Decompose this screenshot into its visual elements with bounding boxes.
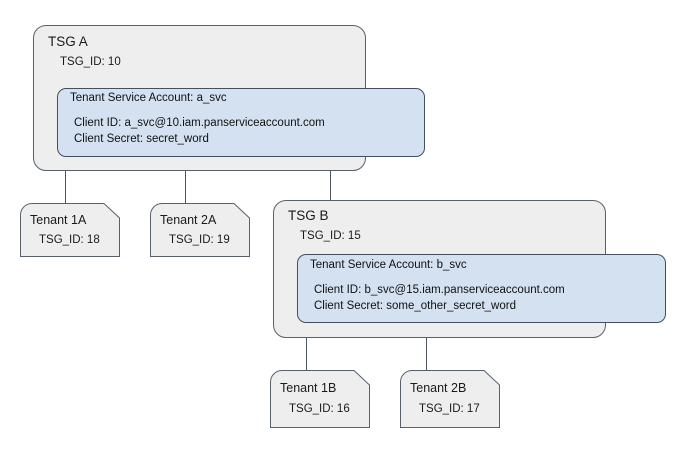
service-account-a-client-id: Client ID: a_svc@10.iam.panserviceaccoun… [74, 117, 325, 129]
service-account-b-heading: Tenant Service Account: b_svc [310, 259, 467, 271]
tenant-1a-shape [20, 203, 120, 257]
tenant-2b-name: Tenant 2B [410, 381, 467, 395]
tenant-1a-id: TSG_ID: 18 [39, 234, 100, 246]
tenant-2a-shape [150, 203, 250, 257]
tenant-2a-id: TSG_ID: 19 [169, 234, 230, 246]
service-account-panel-a[interactable] [57, 88, 425, 157]
tenant-1b-shape [270, 370, 370, 428]
connector-tsgb-to-tenant2b [426, 338, 427, 370]
tenant-1b-name: Tenant 1B [280, 381, 337, 395]
connector-tsga-to-tenant2a [185, 171, 186, 203]
tenant-node-1a[interactable]: Tenant 1A TSG_ID: 18 [20, 203, 120, 257]
service-account-panel-b[interactable] [297, 254, 666, 323]
connector-tsga-to-tenant1a [65, 171, 66, 203]
connector-tsga-to-tsgb [330, 171, 331, 201]
service-account-b-client-secret: Client Secret: some_other_secret_word [314, 300, 516, 312]
service-account-b-client-id: Client ID: b_svc@15.iam.panserviceaccoun… [314, 284, 565, 296]
service-account-a-heading: Tenant Service Account: a_svc [70, 92, 227, 104]
tenant-2b-shape [400, 370, 500, 428]
tenant-2a-name: Tenant 2A [160, 213, 217, 227]
tsg-b-id: TSG_ID: 15 [300, 230, 361, 242]
tenant-1b-id: TSG_ID: 16 [289, 403, 350, 415]
tenant-node-2a[interactable]: Tenant 2A TSG_ID: 19 [150, 203, 250, 257]
tenant-node-2b[interactable]: Tenant 2B TSG_ID: 17 [400, 370, 500, 428]
tenant-2b-id: TSG_ID: 17 [419, 403, 480, 415]
tenant-node-1b[interactable]: Tenant 1B TSG_ID: 16 [270, 370, 370, 428]
tenant-1a-name: Tenant 1A [30, 213, 87, 227]
tsg-b-title: TSG B [288, 208, 329, 223]
connector-tsgb-to-tenant1b [306, 338, 307, 370]
tsg-a-title: TSG A [48, 34, 88, 49]
service-account-a-client-secret: Client Secret: secret_word [74, 133, 209, 145]
tsg-a-id: TSG_ID: 10 [60, 56, 121, 68]
